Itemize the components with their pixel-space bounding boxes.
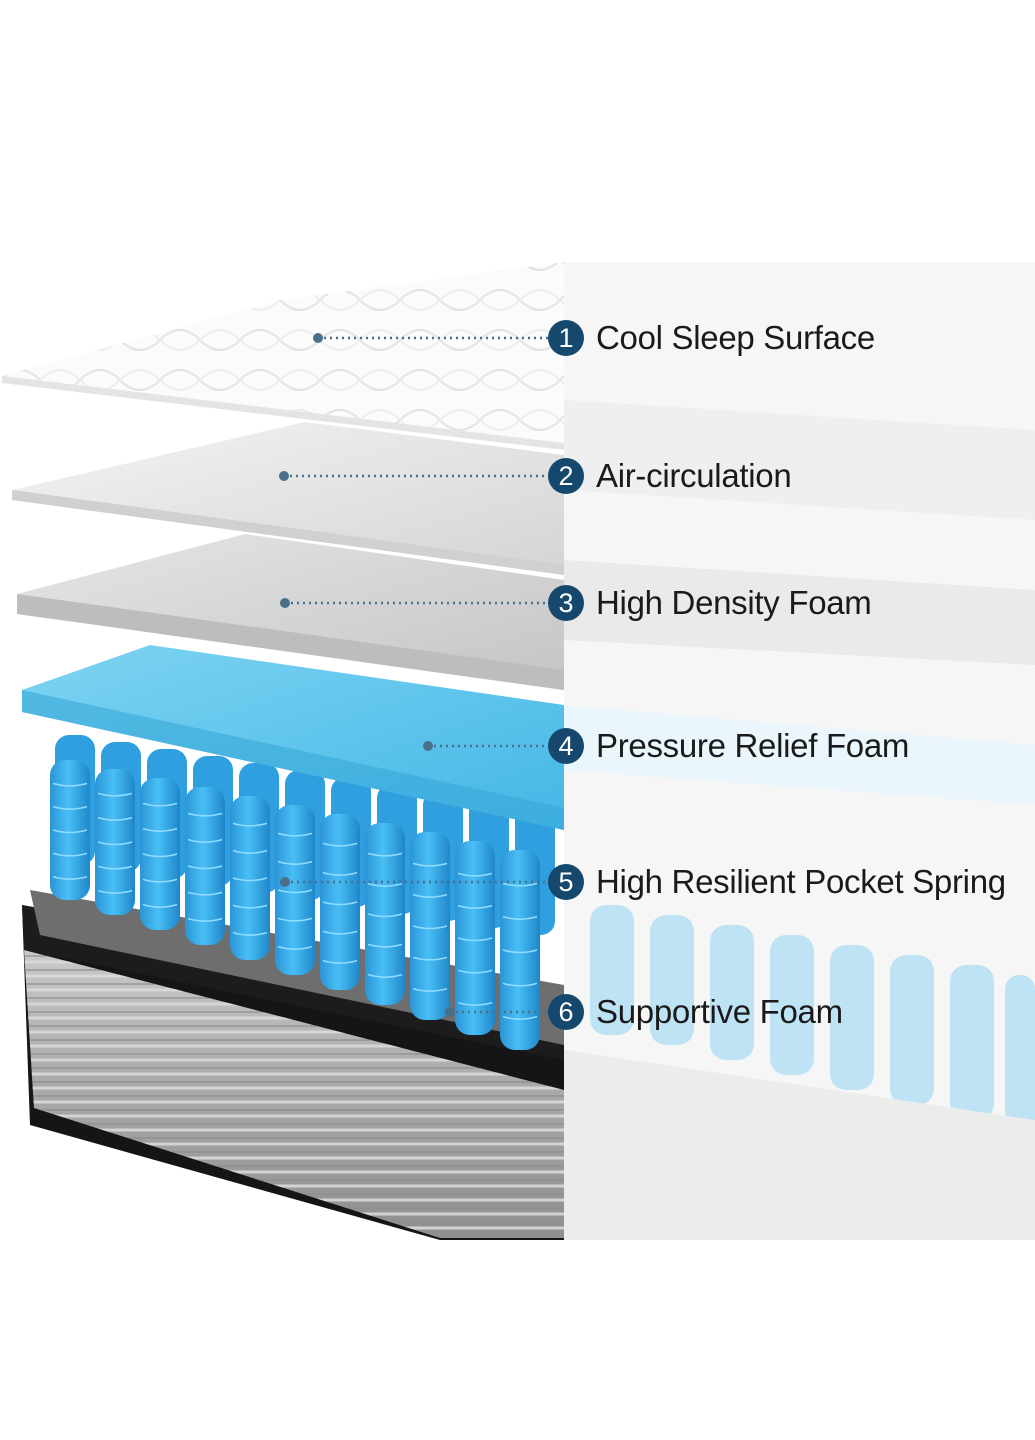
badge-6: 6 xyxy=(548,994,584,1030)
spring-coil-line xyxy=(367,973,403,978)
spring-coil-line xyxy=(97,889,133,894)
spring-coil-line xyxy=(367,882,403,887)
spring-coil-line xyxy=(412,893,448,898)
spring-coil-line xyxy=(232,822,268,827)
spring-coil-line xyxy=(232,931,268,936)
spring-coil-line xyxy=(277,917,313,922)
spring-coil-line xyxy=(502,1015,538,1020)
spring-coil-line xyxy=(277,860,313,865)
spring-coil-line xyxy=(457,872,493,877)
pocket-spring xyxy=(140,778,180,930)
callout-1: 1 Cool Sleep Surface xyxy=(548,318,875,358)
spring-coil-line xyxy=(142,802,178,807)
spring-coil-line xyxy=(52,782,88,787)
spring-coil-line xyxy=(97,816,133,821)
leader-dots xyxy=(279,333,455,1017)
spring-coil-line xyxy=(502,882,538,887)
spring-coil-line xyxy=(322,959,358,964)
pocket-spring xyxy=(410,832,450,1020)
spring-coil-line xyxy=(457,969,493,974)
callout-2: 2 Air-circulation xyxy=(548,456,792,496)
callout-4: 4 Pressure Relief Foam xyxy=(548,726,909,766)
spring-coil-line xyxy=(187,891,223,896)
spring-coil-line xyxy=(412,987,448,992)
spring-coil-line xyxy=(232,904,268,909)
badge-4: 4 xyxy=(548,728,584,764)
spring-coil-line xyxy=(142,903,178,908)
spring-coil-line xyxy=(52,829,88,834)
spring-coil-line xyxy=(52,805,88,810)
spring-coil-line xyxy=(97,865,133,870)
air-circulation-layer xyxy=(12,422,564,575)
spring-coil-line xyxy=(502,949,538,954)
spring-coil-line xyxy=(97,792,133,797)
faded-mattress-right xyxy=(564,262,1035,1240)
label-cool-sleep-surface: Cool Sleep Surface xyxy=(596,319,875,356)
callout-3: 3 High Density Foam xyxy=(548,583,872,623)
spring-coil-line xyxy=(502,982,538,987)
spring-coil-line xyxy=(187,838,223,843)
spring-coil-line xyxy=(142,827,178,832)
leader-lines xyxy=(284,336,548,1014)
spring-coil-line xyxy=(457,937,493,942)
label-high-density-foam: High Density Foam xyxy=(596,584,872,621)
faded-springs xyxy=(590,905,1035,1135)
callout-6: 6 Supportive Foam xyxy=(548,992,843,1032)
pocket-spring xyxy=(455,841,495,1035)
pocket-spring xyxy=(320,814,360,990)
pocket-spring xyxy=(95,769,135,915)
spring-coil-line xyxy=(277,945,313,950)
spring-coil-line xyxy=(322,930,358,935)
spring-coil-line xyxy=(232,849,268,854)
spring-coil-line xyxy=(367,943,403,948)
pocket-spring xyxy=(365,823,405,1005)
spring-coil-line xyxy=(97,841,133,846)
spring-coil-line xyxy=(457,1001,493,1006)
spring-coil-line xyxy=(142,878,178,883)
spring-coil-line xyxy=(52,852,88,857)
badge-2: 2 xyxy=(548,458,584,494)
spring-coil-line xyxy=(322,842,358,847)
spring-coil-line xyxy=(142,853,178,858)
label-high-resilient-pocket-spring: High Resilient Pocket Spring xyxy=(596,863,1006,900)
spring-coil-line xyxy=(52,875,88,880)
spring-coil-line xyxy=(277,832,313,837)
spring-coil-line xyxy=(187,812,223,817)
spring-coil-line xyxy=(277,889,313,894)
spring-coil-line xyxy=(367,852,403,857)
spring-coil-line xyxy=(187,865,223,870)
pocket-spring xyxy=(50,760,90,900)
label-air-circulation: Air-circulation xyxy=(596,457,792,494)
badge-1: 1 xyxy=(548,320,584,356)
pocket-spring xyxy=(275,805,315,975)
callout-5: 5 High Resilient Pocket Spring xyxy=(548,862,1006,902)
spring-coil-line xyxy=(502,915,538,920)
spring-coil-line xyxy=(457,904,493,909)
spring-coil-line xyxy=(367,913,403,918)
spring-coil-line xyxy=(412,925,448,930)
spring-coil-line xyxy=(412,862,448,867)
cool-sleep-surface-layer xyxy=(2,262,564,450)
pocket-spring xyxy=(230,796,270,960)
pocket-spring xyxy=(500,850,540,1050)
label-pressure-relief-foam: Pressure Relief Foam xyxy=(596,727,910,764)
spring-coil-line xyxy=(187,917,223,922)
spring-coil-line xyxy=(232,877,268,882)
label-supportive-foam: Supportive Foam xyxy=(596,993,843,1030)
spring-coil-line xyxy=(412,956,448,961)
pocket-spring xyxy=(185,787,225,945)
spring-coil-line xyxy=(322,901,358,906)
badge-3: 3 xyxy=(548,585,584,621)
badge-5: 5 xyxy=(548,864,584,900)
spring-coil-line xyxy=(322,871,358,876)
